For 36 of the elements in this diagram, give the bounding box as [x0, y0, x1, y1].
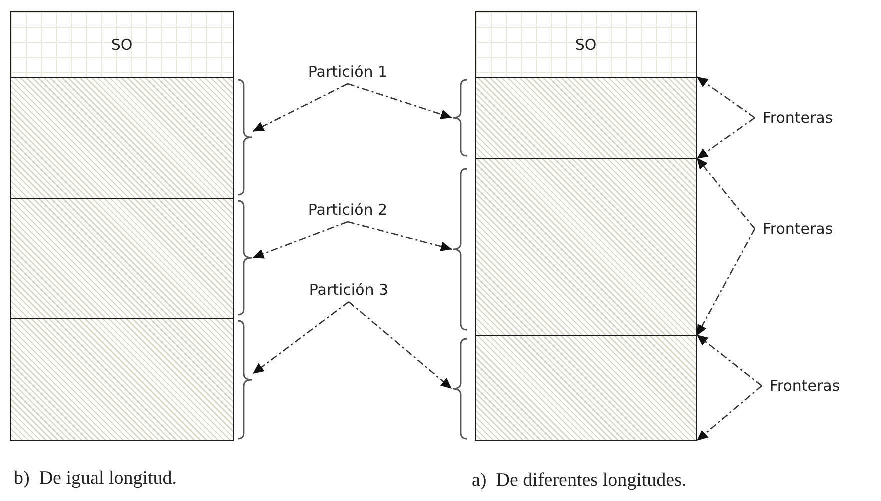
curly-brace: [452, 79, 468, 157]
callout-label: Fronteras: [762, 374, 848, 398]
partition-block: [10, 77, 234, 199]
arrow: [348, 221, 452, 252]
partition-block: [475, 158, 697, 336]
curly-brace: [452, 338, 468, 440]
os-block: [10, 11, 234, 78]
arrow: [696, 386, 762, 442]
callout-label: Partición 2: [286, 198, 410, 222]
arrow: [252, 221, 348, 259]
block-label: SO: [575, 36, 597, 54]
arrow: [348, 302, 452, 390]
arrow: [252, 301, 350, 375]
arrow: [348, 83, 452, 120]
callout-label: Fronteras: [755, 106, 841, 130]
arrow: [696, 76, 756, 119]
partition-block: [475, 77, 697, 159]
curly-brace: [452, 168, 468, 331]
figure-caption: b) De igual longitud.: [14, 468, 178, 490]
partition-block: [475, 335, 697, 441]
block-label: SO: [111, 36, 133, 54]
arrow: [696, 117, 756, 160]
partition-block: [10, 318, 234, 441]
callout-label: Fronteras: [755, 217, 841, 241]
arrow: [696, 228, 756, 336]
figure-caption: a) De diferentes longitudes.: [472, 470, 687, 492]
os-block: [475, 11, 697, 78]
arrow: [696, 158, 756, 230]
curly-brace: [237, 79, 253, 196]
partition-block: [10, 198, 234, 319]
arrow: [252, 83, 348, 132]
callout-label: Partición 3: [290, 278, 408, 302]
callout-label: Partición 1: [290, 60, 406, 84]
curly-brace: [237, 200, 253, 316]
arrow: [696, 334, 762, 387]
curly-brace: [237, 320, 253, 440]
